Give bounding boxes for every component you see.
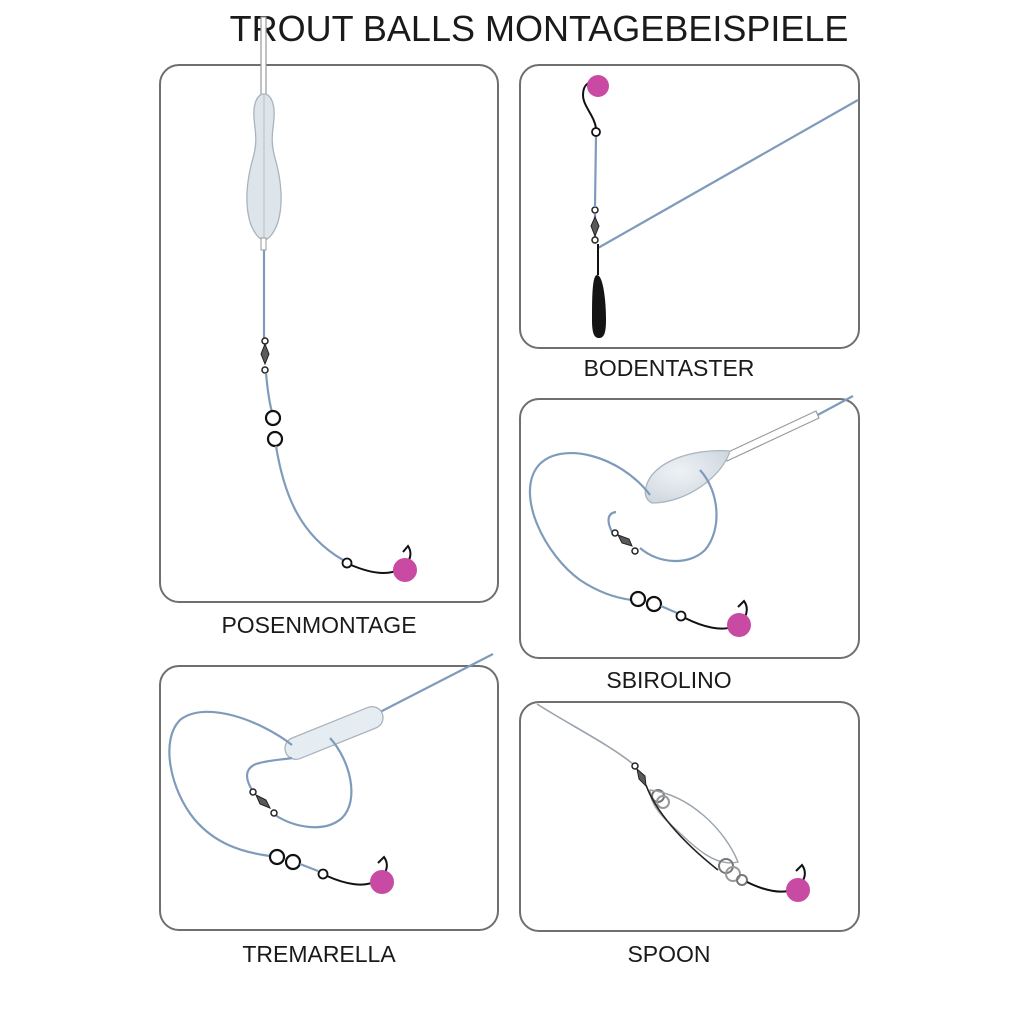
panel-posenmontage xyxy=(159,64,499,603)
label-spoon: SPOON xyxy=(627,941,711,967)
panel-bodentaster xyxy=(519,64,860,349)
panel-spoon xyxy=(519,701,860,932)
label-posenmontage: POSENMONTAGE xyxy=(221,612,417,638)
label-bodentaster: BODENTASTER xyxy=(583,355,755,381)
panel-sbirolino xyxy=(519,398,860,659)
diagram-title: TROUT BALLS MONTAGEBEISPIELE xyxy=(229,8,849,49)
label-tremarella: TREMARELLA xyxy=(242,941,396,967)
label-sbirolino: SBIROLINO xyxy=(606,667,732,693)
panel-tremarella xyxy=(159,665,499,931)
